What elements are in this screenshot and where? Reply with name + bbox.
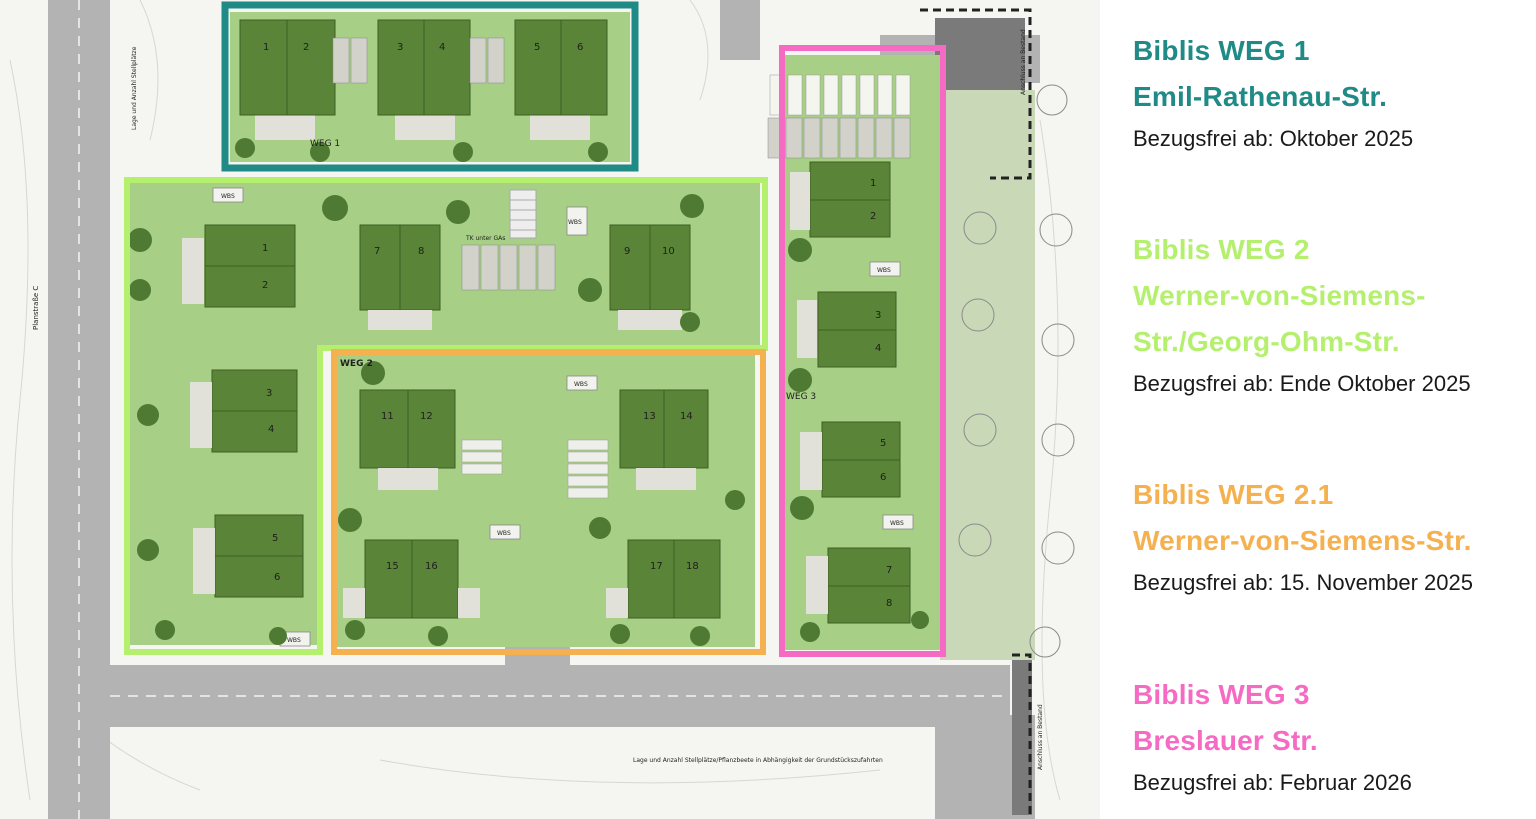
wbs-label: WBS — [221, 193, 235, 200]
legend-weg21-title: Biblis WEG 2.1 — [1133, 479, 1334, 510]
weg3-dividers — [810, 199, 910, 587]
house-number: 6 — [577, 42, 583, 53]
legend-weg1-date: Bezugsfrei ab: Oktober 2025 — [1133, 126, 1414, 151]
house-number: 7 — [374, 246, 380, 257]
site-plan-map: 1 2 3 4 5 6 1 2 3 4 5 6 7 8 9 10 11 12 1… — [0, 0, 1100, 819]
legend-weg21-date: Bezugsfrei ab: 15. November 2025 — [1133, 570, 1473, 595]
wbs-label: WBS — [497, 530, 511, 537]
house-number: 13 — [643, 411, 656, 422]
trees — [128, 138, 929, 646]
connection-label-top: Anschluss an Bestand — [1020, 29, 1027, 95]
house-number: 3 — [875, 310, 881, 321]
house-number: 2 — [870, 211, 876, 222]
stairs — [509, 189, 537, 239]
legend-weg3-street: Breslauer Str. — [1133, 725, 1318, 756]
house-number: 4 — [268, 424, 274, 435]
weg3-terraces — [790, 172, 828, 614]
weg2-garages — [461, 244, 556, 291]
legend-weg21-street: Werner-von-Siemens-Str. — [1133, 525, 1472, 556]
house-number: 1 — [262, 243, 268, 254]
boundary-existing-top — [920, 8, 1032, 180]
house-number: 14 — [680, 411, 693, 422]
legend-weg2: Biblis WEG 2 Werner-von-Siemens- Str./Ge… — [1133, 227, 1471, 399]
road-markings — [78, 0, 1010, 819]
existing-building-southeast — [1012, 655, 1032, 815]
weg21-parking — [461, 439, 609, 499]
weg21-dividers — [407, 390, 675, 618]
house-number: 7 — [886, 565, 892, 576]
legend-weg2-title: Biblis WEG 2 — [1133, 234, 1310, 265]
house-number: 2 — [303, 42, 309, 53]
zone-outline-weg21 — [331, 349, 766, 655]
legend-weg3-title: Biblis WEG 3 — [1133, 679, 1310, 710]
legend-weg2-street: Werner-von-Siemens- — [1133, 280, 1426, 311]
legend-weg2-street-2: Str./Georg-Ohm-Str. — [1133, 326, 1400, 357]
connection-label-bottom: Anschluss an Bestand — [1037, 704, 1044, 770]
house-number: 4 — [439, 42, 445, 53]
house-number: 9 — [624, 246, 630, 257]
house-number: 3 — [266, 388, 272, 399]
house-number: 16 — [425, 561, 438, 572]
legend-weg21: Biblis WEG 2.1 Werner-von-Siemens-Str. B… — [1133, 472, 1473, 598]
contour-lines — [9, 0, 1061, 801]
wbs-label: WBS — [877, 267, 891, 274]
site-note-bottom: Lage und Anzahl Stellplätze/Pflanzbeete … — [633, 757, 883, 764]
weg2-terraces — [182, 238, 682, 594]
zone-outline-weg1 — [221, 1, 639, 172]
wbs-boxes — [212, 187, 914, 647]
house-number: 2 — [262, 280, 268, 291]
house-number: 17 — [650, 561, 663, 572]
street-trees — [958, 84, 1075, 658]
house-number: 4 — [875, 343, 881, 354]
zone-outline-weg2 — [124, 177, 768, 655]
weg1-buildings — [239, 19, 608, 140]
boundary-existing-bottom — [1012, 653, 1032, 815]
house-number: 10 — [662, 246, 675, 257]
house-number: 1 — [870, 178, 876, 189]
house-number: 8 — [418, 246, 424, 257]
house-number: 6 — [274, 572, 280, 583]
wbs-label: WBS — [568, 219, 582, 226]
house-number: 1 — [263, 42, 269, 53]
wbs-label: WBS — [574, 381, 588, 388]
house-number: 5 — [534, 42, 540, 53]
house-number: 11 — [381, 411, 394, 422]
zone-label-weg1: WEG 1 — [310, 139, 340, 149]
legend-weg1: Biblis WEG 1 Emil-Rathenau-Str. Bezugsfr… — [1133, 28, 1413, 154]
legend-weg1-street: Emil-Rathenau-Str. — [1133, 81, 1388, 112]
weg1-garages — [332, 37, 505, 84]
road-planstrasse-c — [48, 0, 110, 819]
house-number: 15 — [386, 561, 399, 572]
site-note-left: Lage und Anzahl Stellplätze — [131, 46, 138, 130]
house-number: 5 — [880, 438, 886, 449]
house-number: 8 — [886, 598, 892, 609]
house-number: 6 — [880, 472, 886, 483]
wbs-label: WBS — [287, 637, 301, 644]
legend-weg3-date: Bezugsfrei ab: Februar 2026 — [1133, 770, 1412, 795]
weg2-dividers — [205, 225, 651, 557]
zone-label-weg2: WEG 2 — [340, 359, 373, 369]
street-label: Planstraße C — [32, 286, 40, 330]
tk-label: TK unter GAs — [465, 235, 505, 242]
house-number: 12 — [420, 411, 433, 422]
house-number: 3 — [397, 42, 403, 53]
road-top-stub — [720, 0, 760, 60]
legend-weg2-date: Bezugsfrei ab: Ende Oktober 2025 — [1133, 371, 1471, 396]
wbs-label: WBS — [890, 520, 904, 527]
zone-label-weg3: WEG 3 — [786, 392, 816, 402]
house-number: 5 — [272, 533, 278, 544]
zone-outline-weg3 — [779, 45, 946, 657]
house-number: 18 — [686, 561, 699, 572]
legend-weg3: Biblis WEG 3 Breslauer Str. Bezugsfrei a… — [1133, 672, 1412, 798]
legend-weg1-title: Biblis WEG 1 — [1133, 35, 1310, 66]
weg21-terraces — [343, 468, 696, 618]
